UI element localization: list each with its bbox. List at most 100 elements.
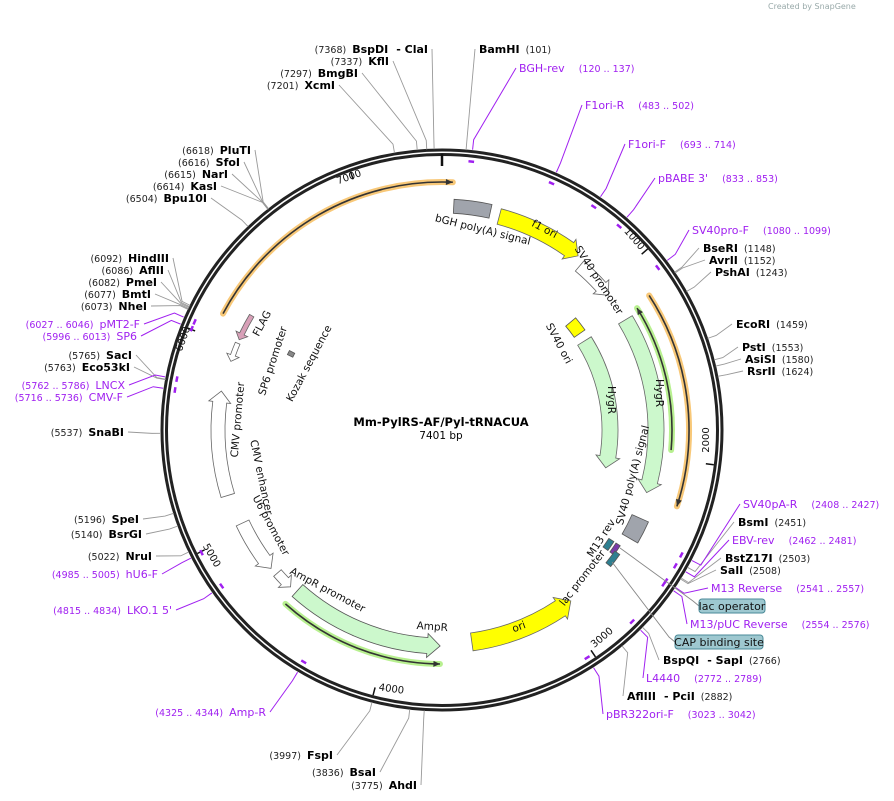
- primer-range: (5762 .. 5786): [22, 381, 90, 392]
- primer-11[interactable]: (6027 .. 6046)pMT2-F: [26, 318, 140, 331]
- primer-8[interactable]: M13/pUC Reverse(2554 .. 2576): [690, 618, 869, 631]
- primer-2[interactable]: F1ori-F(693 .. 714): [628, 138, 736, 151]
- hygr-orf[interactable]: [636, 307, 673, 451]
- hygr-outer-arrow[interactable]: [618, 315, 665, 494]
- orf-orange-top[interactable]: [222, 181, 453, 314]
- feature-label[interactable]: HygR: [653, 379, 665, 407]
- sp6-promoter-arrow[interactable]: [226, 341, 241, 362]
- enzyme-site-bseri[interactable]: BseRI(1148): [703, 242, 776, 255]
- enzyme-site-bspqi[interactable]: BspQI- SapI(2766): [663, 654, 781, 667]
- ampr-arrow[interactable]: [291, 584, 441, 659]
- primer-14[interactable]: (5716 .. 5736)CMV-F: [15, 391, 123, 404]
- primer-6[interactable]: EBV-rev(2462 .. 2481): [732, 534, 856, 547]
- ori-arrow[interactable]: [470, 596, 572, 652]
- f1-ori-arrow[interactable]: [496, 208, 579, 260]
- enzyme-site-snabi[interactable]: (5537)SnaBI: [51, 426, 124, 439]
- enzyme-site-bmti[interactable]: (6077)BmtI: [84, 288, 151, 301]
- primer-range: (6027 .. 6046): [26, 320, 94, 331]
- enzyme-name: EcoRI: [736, 318, 770, 331]
- enzyme-site-sfoi[interactable]: (6616)SfoI: [178, 156, 240, 169]
- primer-range: (4815 .. 4834): [53, 606, 121, 617]
- enzyme-site-ecori[interactable]: EcoRI(1459): [736, 318, 808, 331]
- feature-label[interactable]: HygR: [605, 386, 617, 414]
- primer-4[interactable]: SV40pro-F(1080 .. 1099): [692, 224, 831, 237]
- enzyme-site-asisi[interactable]: AsiSI(1580): [745, 353, 813, 366]
- enzyme-site-saci[interactable]: (5765)SacI: [68, 349, 132, 362]
- enzyme-site-bstz17i[interactable]: BstZ17I(2503): [725, 552, 810, 565]
- enzyme-site-kfli[interactable]: (7337)KflI: [331, 55, 389, 68]
- primer-13[interactable]: (5762 .. 5786)LNCX: [22, 379, 126, 392]
- enzyme-leader: [231, 173, 269, 210]
- enzyme-site-sali[interactable]: SalI(2508): [720, 564, 781, 577]
- enzyme-site-pluti[interactable]: (6618)PluTI: [182, 144, 251, 157]
- bgh-polya-box[interactable]: [452, 198, 493, 219]
- primer-3[interactable]: pBABE 3'(833 .. 853): [658, 172, 778, 185]
- primer-12[interactable]: (5996 .. 6013)SP6: [43, 330, 137, 343]
- primer-0[interactable]: BGH-rev(120 .. 137): [519, 62, 634, 75]
- feature-label[interactable]: SV40 promoter: [572, 244, 626, 318]
- enzyme-site-nari[interactable]: (6615)NarI: [164, 168, 228, 181]
- enzyme-leader: [167, 269, 190, 308]
- sv40-promoter-arrow[interactable]: [574, 260, 610, 296]
- feature-label[interactable]: CMV promoter: [229, 381, 248, 458]
- primer-9[interactable]: L4440(2772 .. 2789): [646, 672, 762, 685]
- primer-1[interactable]: F1ori-R(483 .. 502): [585, 99, 694, 112]
- sv40-polya-box[interactable]: [621, 514, 649, 544]
- ampr-promoter-arrow[interactable]: [273, 569, 292, 588]
- enzyme-site-eco53ki[interactable]: (5763)Eco53kI: [44, 361, 130, 374]
- hygr-inner-arrow[interactable]: [577, 336, 621, 469]
- u6-promoter-arrow[interactable]: [235, 519, 274, 569]
- enzyme-site-hindiii[interactable]: (6092)HindIII: [90, 252, 169, 265]
- cap-site-mark[interactable]: [605, 550, 621, 568]
- primer-10[interactable]: pBR322ori-F(3023 .. 3042): [606, 708, 756, 721]
- feature-label[interactable]: FLAG: [251, 309, 274, 339]
- enzyme-name: NarI: [202, 168, 228, 181]
- enzyme-site-bamhi[interactable]: BamHI(101): [479, 43, 551, 56]
- lac-operator-mark[interactable]: [602, 537, 615, 552]
- primer-15[interactable]: (4985 .. 5005)hU6-F: [52, 568, 158, 581]
- enzyme-site-bsrgi[interactable]: (5140)BsrGI: [71, 528, 142, 541]
- feature-label[interactable]: AmpR: [416, 620, 448, 634]
- enzyme-site-rsrii[interactable]: RsrII(1624): [747, 365, 813, 378]
- feature-box[interactable]: [698, 598, 766, 614]
- enzyme-site-xcmi[interactable]: (7201)XcmI: [267, 79, 335, 92]
- enzyme-site-nhei[interactable]: (6073)NheI: [81, 300, 147, 313]
- primer-5[interactable]: SV40pA-R(2408 .. 2427): [743, 498, 879, 511]
- ampr-orf[interactable]: [284, 603, 440, 665]
- enzyme-site-avrii[interactable]: AvrII(1152): [709, 254, 776, 267]
- m13-rev-mark[interactable]: [609, 542, 621, 556]
- enzyme-leader: [142, 512, 174, 520]
- enzyme-site-bspdi[interactable]: (7368)BspDI- ClaI: [315, 43, 428, 56]
- primer-17[interactable]: (4325 .. 4344)Amp-R: [155, 706, 266, 719]
- feature-label[interactable]: lac promoter: [557, 547, 608, 608]
- enzyme-site-ahdi[interactable]: (3775)AhdI: [351, 779, 417, 792]
- primer-range: (2541 .. 2557): [796, 584, 864, 595]
- enzyme-site-fspi[interactable]: (3997)FspI: [269, 749, 333, 762]
- enzyme-leader: [243, 161, 269, 210]
- orf-orange-right[interactable]: [648, 295, 690, 507]
- enzyme-site-nrui[interactable]: (5022)NruI: [88, 550, 152, 563]
- kozak-mark[interactable]: [286, 350, 296, 358]
- cmv-arrow[interactable]: [207, 390, 235, 499]
- enzyme-position: (6504): [126, 194, 158, 205]
- feature-label[interactable]: ori: [510, 619, 527, 635]
- primer-16[interactable]: (4815 .. 4834)LKO.1 5': [53, 604, 172, 617]
- primer-7[interactable]: M13 Reverse(2541 .. 2557): [711, 582, 864, 595]
- primer-range: (2554 .. 2576): [802, 620, 870, 631]
- feature-label[interactable]: Kozak sequence: [284, 323, 334, 403]
- enzyme-site-pshai[interactable]: PshAI(1243): [715, 266, 787, 279]
- enzyme-site-aflii[interactable]: (6086)AflII: [102, 264, 164, 277]
- enzyme-site-afliii[interactable]: AflIII- PciI(2882): [627, 690, 732, 703]
- enzyme-site-kasi[interactable]: (6614)KasI: [153, 180, 217, 193]
- enzyme-site-psti[interactable]: PstI(1553): [742, 341, 803, 354]
- sv40-ori-box[interactable]: [565, 317, 586, 338]
- enzyme-site-pmei[interactable]: (6082)PmeI: [88, 276, 157, 289]
- enzyme-site-bmgbi[interactable]: (7297)BmgBI: [280, 67, 358, 80]
- feature-label[interactable]: CMV enhancer: [247, 439, 275, 517]
- flag-arrow[interactable]: [235, 313, 255, 341]
- enzyme-site-bsai[interactable]: (3836)BsaI: [312, 766, 376, 779]
- enzyme-site-bpu10i[interactable]: (6504)Bpu10I: [126, 192, 207, 205]
- enzyme-site-spei[interactable]: (5196)SpeI: [74, 513, 139, 526]
- feature-box[interactable]: [674, 634, 764, 650]
- enzyme-site-bsmi[interactable]: BsmI(2451): [738, 516, 806, 529]
